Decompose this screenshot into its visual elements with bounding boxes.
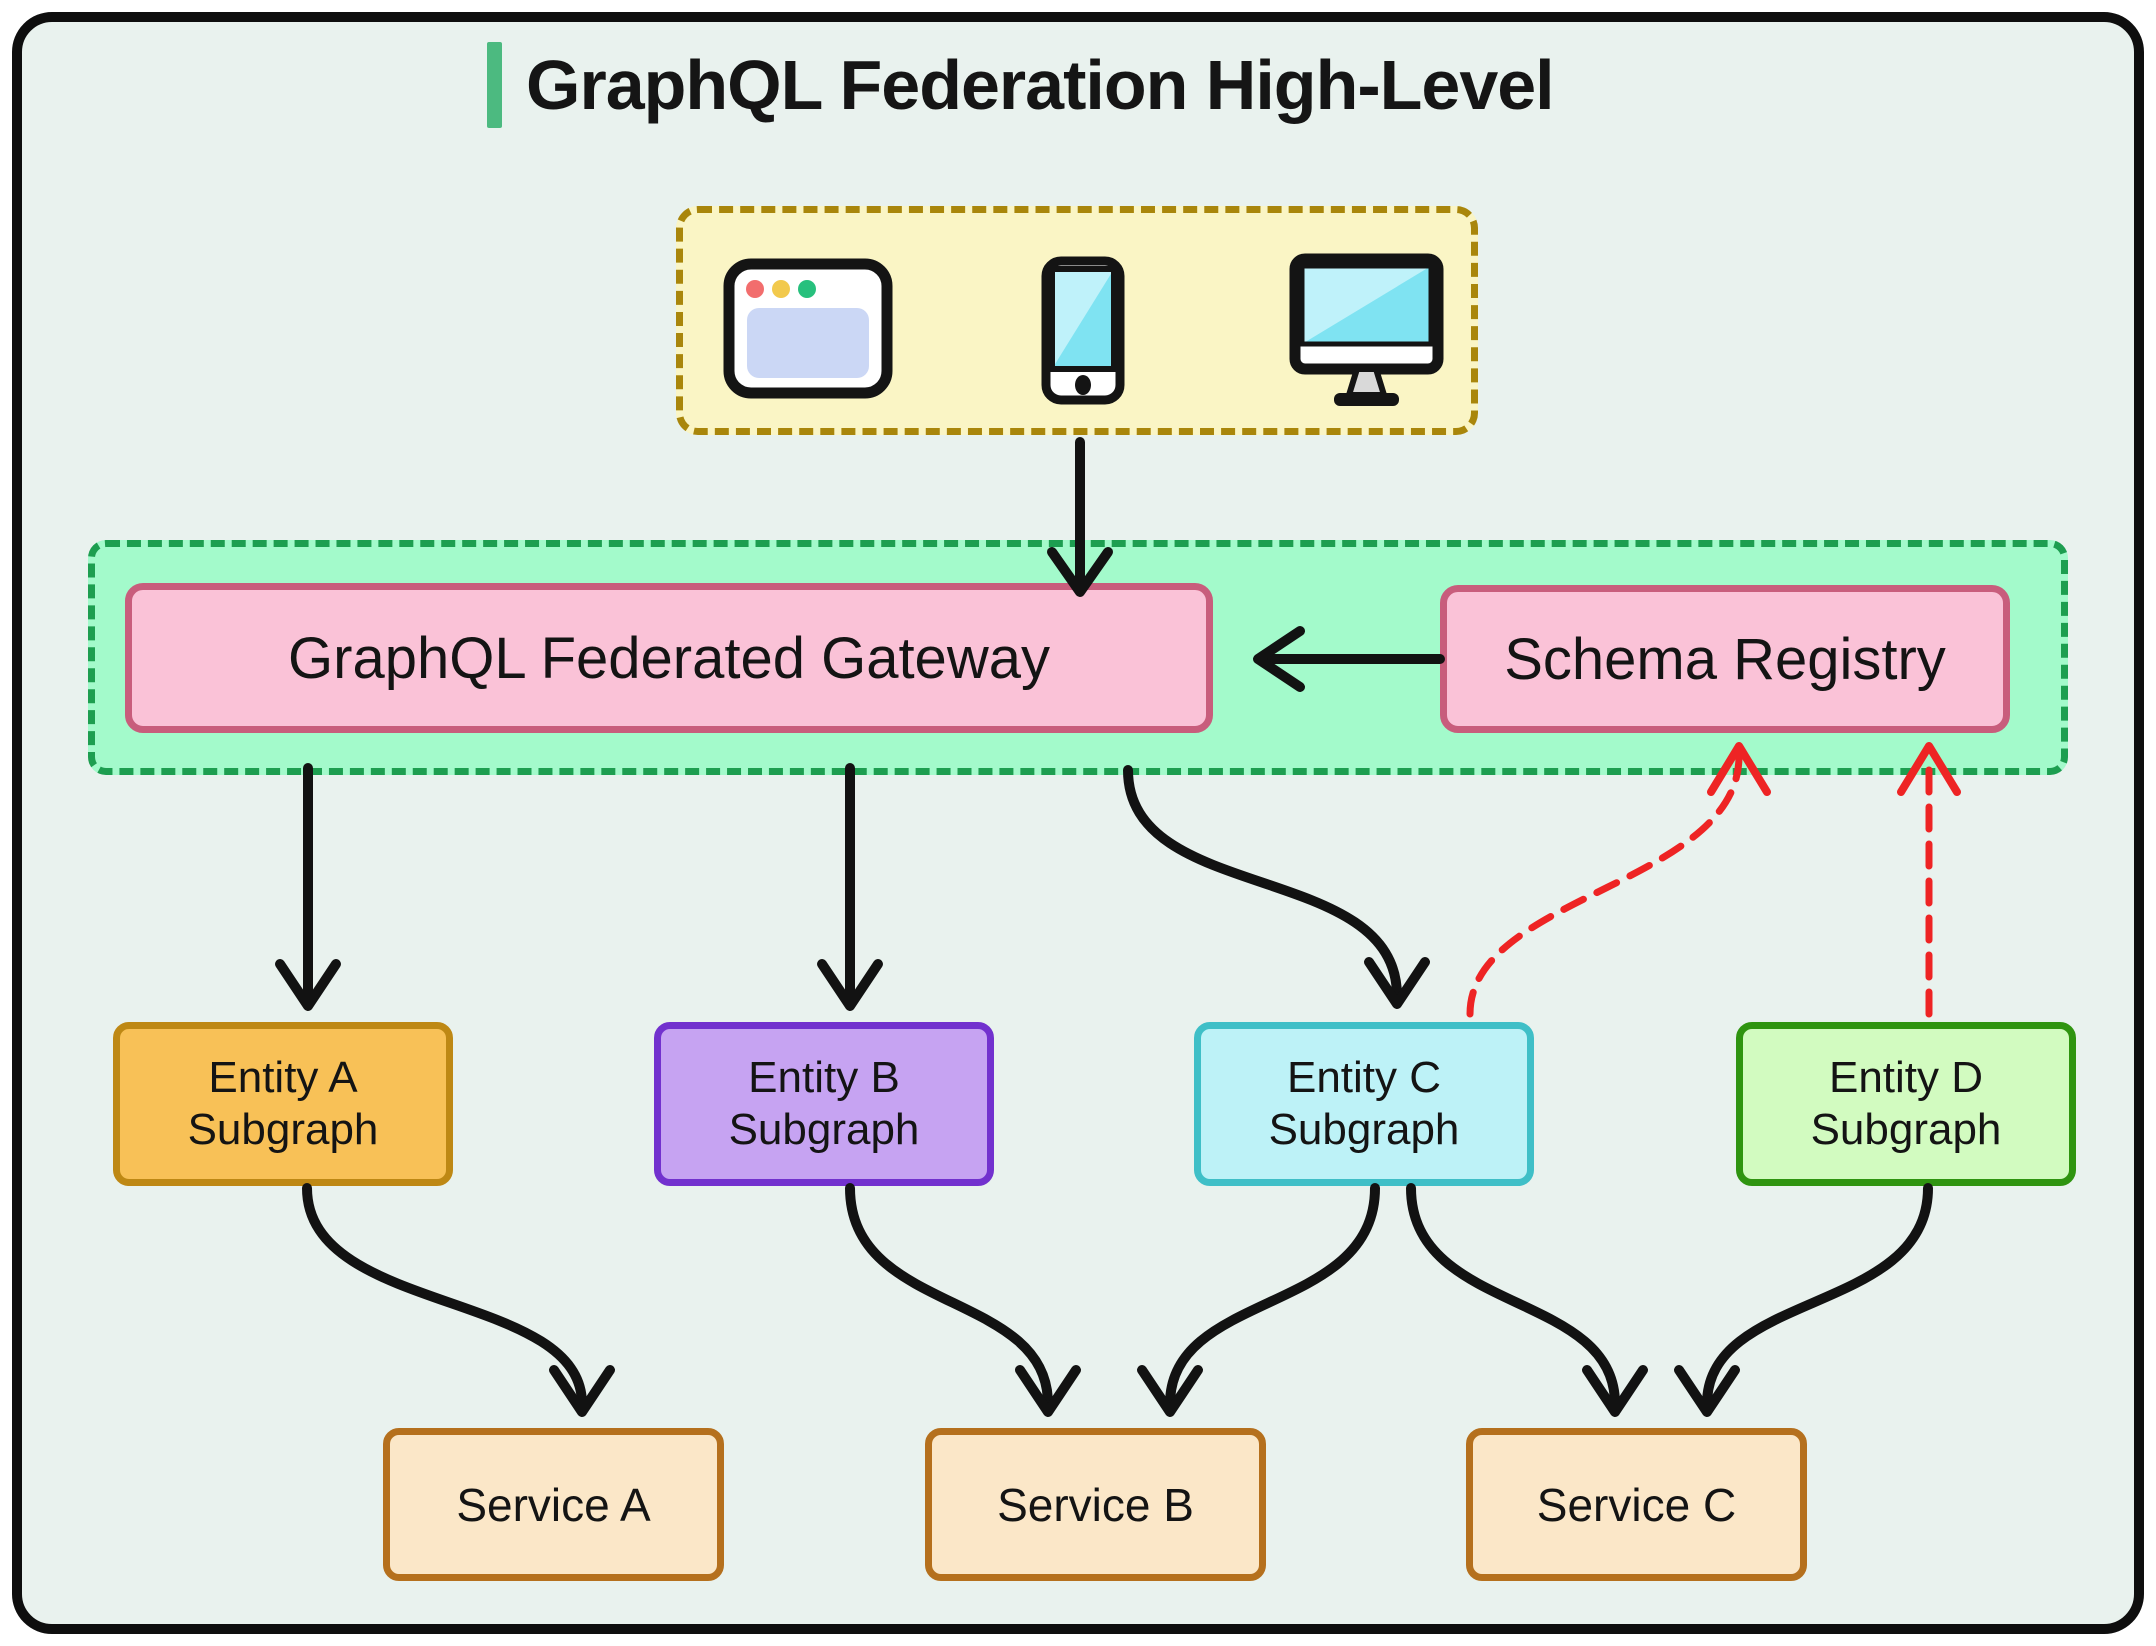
browser-icon [723,258,893,404]
entity-b-subgraph-label: Entity B Subgraph [728,1053,920,1154]
service-a-label: Service A [456,1478,651,1531]
diagram-title-row: GraphQL Federation High-Level [487,42,1555,128]
service-b-node: Service B [925,1428,1266,1581]
schema-registry-node: Schema Registry [1440,585,2010,733]
entity-d-subgraph-label: Entity D Subgraph [1810,1053,2002,1154]
gateway-node: GraphQL Federated Gateway [125,583,1213,733]
entity-c-subgraph-node: Entity C Subgraph [1194,1022,1534,1186]
service-b-label: Service B [997,1478,1194,1531]
service-c-label: Service C [1536,1478,1737,1531]
service-c-node: Service C [1466,1428,1807,1581]
desktop-monitor-icon [1289,253,1444,416]
title-accent-bar [487,42,502,128]
schema-registry-label: Schema Registry [1504,626,1946,692]
page-title: GraphQL Federation High-Level [526,46,1555,124]
clients-zone [676,206,1478,435]
entity-a-subgraph-node: Entity A Subgraph [113,1022,453,1186]
service-a-node: Service A [383,1428,724,1581]
smartphone-icon [1041,256,1125,410]
entity-a-subgraph-label: Entity A Subgraph [187,1053,379,1154]
entity-d-subgraph-node: Entity D Subgraph [1736,1022,2076,1186]
entity-b-subgraph-node: Entity B Subgraph [654,1022,994,1186]
gateway-label: GraphQL Federated Gateway [288,625,1050,691]
entity-c-subgraph-label: Entity C Subgraph [1268,1053,1460,1154]
